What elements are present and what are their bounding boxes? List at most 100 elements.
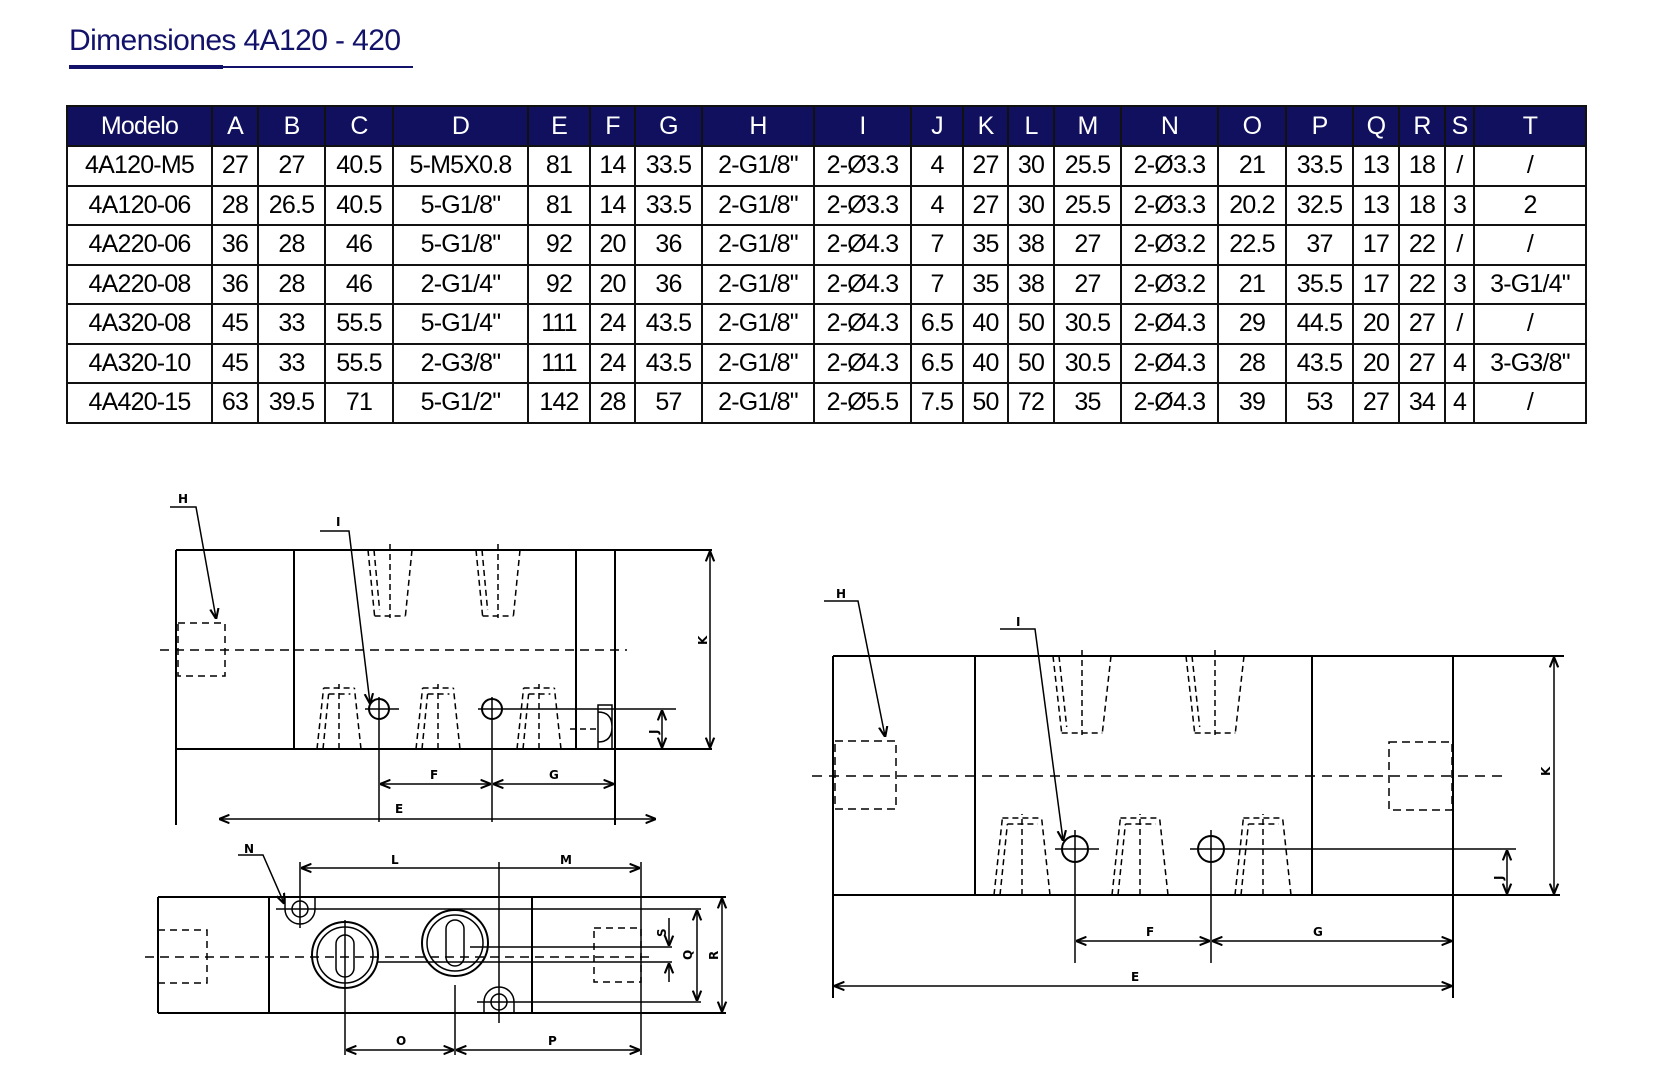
table-cell: 27 [1053, 263, 1122, 305]
table-cell: 2-Ø4.3 [813, 263, 912, 305]
table-cell: 92 [527, 224, 591, 266]
front-view-small [160, 506, 712, 825]
table-cell: 2-G1/8" [701, 224, 815, 266]
table-cell: 33.5 [1285, 145, 1354, 187]
column-header-modelo: Modelo [66, 105, 213, 147]
table-cell: 3 [1444, 263, 1475, 305]
port-h [177, 622, 226, 677]
leader-h [824, 600, 885, 736]
label-f: F [430, 768, 438, 782]
table-cell: 2-Ø3.3 [813, 145, 912, 187]
table-cell: 20 [589, 224, 636, 266]
body-outline [175, 549, 712, 825]
table-cell: 2-Ø5.5 [813, 382, 912, 424]
table-cell: 2-G1/8" [701, 184, 815, 226]
model-cell: 4A220-08 [66, 263, 213, 305]
port-hidden-line [516, 684, 562, 750]
table-cell: 6.5 [910, 342, 964, 384]
table-cell: 18 [1398, 145, 1446, 187]
port-hidden-line [1052, 650, 1112, 735]
table-cell: / [1473, 382, 1587, 424]
table-cell: 38 [1007, 224, 1055, 266]
table-cell: 22.5 [1217, 224, 1287, 266]
column-header-n: N [1120, 105, 1219, 147]
table-cell: 4 [910, 145, 964, 187]
table-cell: 27 [1053, 224, 1122, 266]
table-cell: 17 [1352, 263, 1400, 305]
port-hidden-line [993, 814, 1051, 896]
label-g: G [1313, 925, 1323, 939]
table-cell: 26.5 [257, 184, 326, 226]
table-cell: 28 [257, 263, 326, 305]
table-cell: 28 [211, 184, 259, 226]
table-cell: 36 [634, 224, 703, 266]
column-header-e: E [527, 105, 591, 147]
column-header-d: D [392, 105, 529, 147]
table-cell: 20.2 [1217, 184, 1287, 226]
label-h: H [178, 492, 188, 506]
table-cell: 27 [1398, 303, 1446, 345]
column-header-i: I [813, 105, 912, 147]
table-cell: 27 [1398, 342, 1446, 384]
model-cell: 4A320-08 [66, 303, 213, 345]
table-cell: 57 [634, 382, 703, 424]
table-cell: 7.5 [910, 382, 964, 424]
table-cell: 43.5 [634, 342, 703, 384]
table-cell: 4 [1444, 382, 1475, 424]
table-cell: 2-Ø4.3 [1120, 303, 1219, 345]
table-cell: 20 [589, 263, 636, 305]
table-cell: 32.5 [1285, 184, 1354, 226]
table-cell: 37 [1285, 224, 1354, 266]
table-cell: 45 [211, 342, 259, 384]
table-cell: 27 [962, 145, 1009, 187]
table-cell: 7 [910, 224, 964, 266]
plug [597, 704, 613, 750]
table-cell: / [1444, 224, 1475, 266]
table-cell: 14 [589, 184, 636, 226]
table-cell: 27 [257, 145, 326, 187]
column-header-r: R [1398, 105, 1446, 147]
table-cell: 111 [527, 303, 591, 345]
column-header-a: A [211, 105, 259, 147]
table-cell: 35 [962, 263, 1009, 305]
port-right [1388, 741, 1453, 811]
table-cell: 111 [527, 342, 591, 384]
table-cell: / [1444, 145, 1475, 187]
label-i: I [336, 515, 340, 529]
table-cell: 20 [1352, 342, 1400, 384]
table-cell: 34 [1398, 382, 1446, 424]
leader-h [170, 506, 216, 618]
table-cell: 29 [1217, 303, 1287, 345]
table-cell: 2-Ø4.3 [1120, 342, 1219, 384]
column-header-s: S [1444, 105, 1475, 147]
table-cell: 35 [962, 224, 1009, 266]
port-right [593, 927, 642, 983]
column-header-f: F [589, 105, 636, 147]
table-cell: 21 [1217, 263, 1287, 305]
table-cell: 14 [589, 145, 636, 187]
table-cell: 39 [1217, 382, 1287, 424]
table-cell: 28 [257, 224, 326, 266]
table-cell: 2-Ø3.3 [1120, 184, 1219, 226]
pilot-circle [421, 909, 489, 977]
table-cell: 5-G1/8" [392, 224, 529, 266]
label-f: F [1146, 925, 1154, 939]
body-outline [157, 896, 726, 1014]
table-cell: 3 [1444, 184, 1475, 226]
table-cell: 5-G1/2" [392, 382, 529, 424]
table-cell: 2-Ø3.3 [1120, 145, 1219, 187]
table-cell: 2 [1473, 184, 1587, 226]
table-cell: 39.5 [257, 382, 326, 424]
table-cell: 28 [1217, 342, 1287, 384]
table-cell: 71 [324, 382, 394, 424]
label-h: H [836, 587, 846, 601]
table-cell: 40.5 [324, 184, 394, 226]
table-cell: 30 [1007, 184, 1055, 226]
table-cell: 2-G1/8" [701, 145, 815, 187]
table-cell: 38 [1007, 263, 1055, 305]
label-o: O [396, 1034, 406, 1048]
table-cell: 36 [634, 263, 703, 305]
